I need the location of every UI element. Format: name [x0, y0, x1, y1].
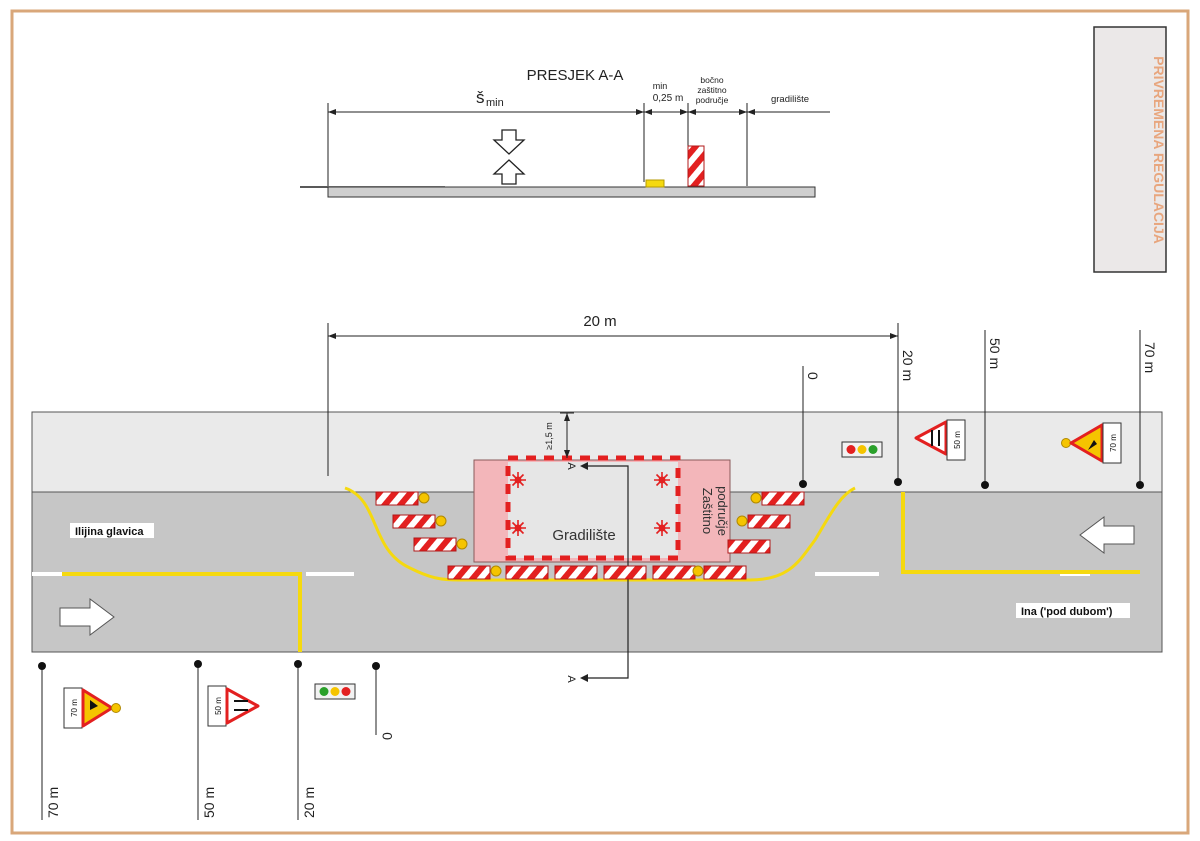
min-clearance-line1: min: [653, 81, 668, 91]
clearance-label: ≥1,5 m: [544, 422, 554, 449]
right-direction-arrow-icon: [59, 598, 115, 636]
temporary-markings: [62, 486, 1140, 652]
roadworks-warning-sign-top: 70 m: [1061, 422, 1122, 464]
worksite-inner: [508, 462, 678, 558]
protective-zone-line2: područje: [715, 486, 730, 536]
section-curb: [645, 179, 665, 188]
top-distance-50: 50 m: [987, 338, 1003, 369]
width-subscript: min: [486, 97, 504, 109]
left-place-text: Ilijina glavica: [75, 526, 144, 538]
span-label: 20 m: [583, 313, 616, 330]
arrow-up-icon: [492, 159, 526, 185]
worksite-label: Gradilište: [552, 527, 615, 544]
min-clearance-line2: 0,25 m: [653, 93, 684, 104]
bottom-distance-50: 50 m: [201, 787, 217, 818]
bottom-distance-20: 20 m: [301, 787, 317, 818]
bottom-distance-0: 0: [379, 732, 395, 740]
top-distance-20: 20 m: [900, 350, 916, 381]
plan-view: Gradilište Zaštitno područje ≥1,5 m A A: [31, 313, 1163, 820]
protective-zone-line1: Zaštitno: [700, 488, 715, 534]
bottom-distance-markers: [41, 666, 377, 820]
width-symbol: š: [476, 88, 485, 107]
bottom-distance-70: 70 m: [45, 787, 61, 818]
section-worksite: gradilište: [771, 94, 809, 105]
traffic-light-bottom-icon: [314, 683, 356, 700]
top-distance-0: 0: [805, 372, 821, 380]
side-zone-line1: bočno: [700, 75, 723, 85]
narrowing-warning-sign-top: 50 m: [914, 419, 966, 461]
section-barrier-post: [687, 145, 705, 187]
cross-section: PRESJEK A-A š min min 0,25 m bočno zašti…: [300, 67, 830, 198]
top-distance-markers: [802, 323, 1141, 484]
top-sign-70: 70 m: [1109, 434, 1118, 452]
traffic-light-top-icon: [841, 441, 883, 458]
section-title: PRESJEK A-A: [527, 67, 624, 84]
right-place-label: Ina ('pod dubom'): [1016, 603, 1130, 618]
left-place-label: Ilijina glavica: [70, 523, 154, 538]
arrow-down-icon: [492, 129, 526, 155]
section-marker-bottom: A: [565, 675, 577, 683]
roadworks-warning-sign-bottom: 70 m: [63, 687, 121, 729]
worksite-fence: [505, 455, 681, 561]
right-place-text: Ina ('pod dubom'): [1021, 606, 1113, 618]
section-marker-top: A: [565, 462, 577, 470]
side-panel-label: PRIVREMENA REGULACIJA: [1151, 56, 1167, 244]
bottom-sign-70: 70 m: [70, 699, 79, 717]
side-zone-line3: područje: [696, 95, 729, 105]
side-zone-line2: zaštitno: [697, 85, 727, 95]
page-border: [10, 9, 1190, 835]
side-panel: PRIVREMENA REGULACIJA: [1093, 26, 1167, 273]
top-sign-50: 50 m: [953, 431, 962, 449]
narrowing-warning-sign-bottom: 50 m: [207, 685, 260, 727]
section-road-slab: [327, 186, 816, 198]
bottom-sign-50: 50 m: [214, 697, 223, 715]
top-distance-70: 70 m: [1142, 342, 1158, 373]
left-direction-arrow-icon: [1079, 516, 1135, 554]
